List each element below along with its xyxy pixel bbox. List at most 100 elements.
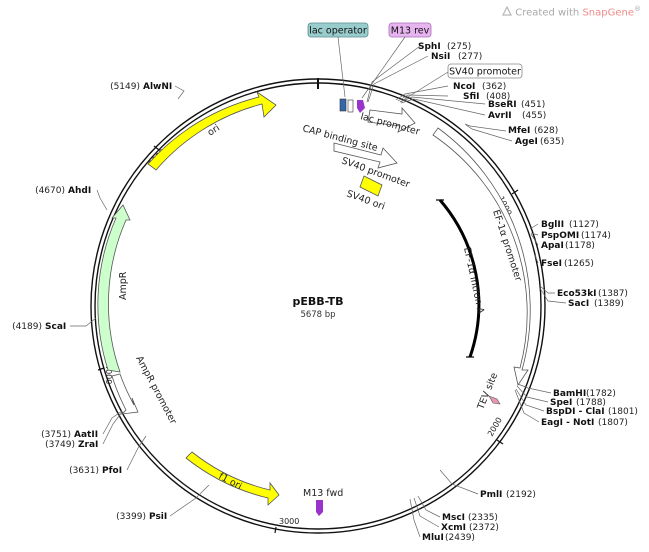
svg-text:M13 rev: M13 rev <box>391 26 430 37</box>
site-pfoi[interactable]: PfoI(3631) <box>69 466 122 476</box>
sv40-ori-feature[interactable]: SV40 ori <box>345 175 386 212</box>
site-bspdi-clai[interactable]: BspDI - ClaI(1801) <box>546 407 638 417</box>
site-zrai[interactable]: ZraI(3749) <box>45 440 98 450</box>
svg-text:AlwNI: AlwNI <box>143 82 172 92</box>
svg-text:AmpR: AmpR <box>118 271 129 300</box>
svg-text:SfiI: SfiI <box>463 92 480 102</box>
svg-text:SacI: SacI <box>568 299 589 309</box>
svg-text:(1801): (1801) <box>608 407 638 417</box>
svg-text:(2335): (2335) <box>468 513 498 523</box>
svg-text:NcoI: NcoI <box>453 82 475 92</box>
svg-text:(1387): (1387) <box>598 289 628 299</box>
svg-text:PspOMI: PspOMI <box>541 231 579 241</box>
site-xcmi[interactable]: XcmI(2372) <box>441 523 499 533</box>
svg-text:AhdI: AhdI <box>68 186 91 196</box>
site-saci[interactable]: SacI (1389) <box>568 299 624 309</box>
m13-fwd-feature[interactable]: M13 fwd <box>303 488 343 516</box>
svg-text:ApaI: ApaI <box>541 241 564 251</box>
svg-text:(1127): (1127) <box>569 220 599 230</box>
site-avrii[interactable]: AvrII(455) <box>488 111 546 121</box>
site-agei[interactable]: AgeI(635) <box>515 137 564 147</box>
svg-text:(2439): (2439) <box>445 533 475 543</box>
svg-text:(3749): (3749) <box>45 440 75 450</box>
tick-3000: 3000 <box>274 517 299 534</box>
svg-text:(1174): (1174) <box>581 231 611 241</box>
svg-text:AgeI: AgeI <box>515 137 538 147</box>
site-bseri[interactable]: BseRI(451) <box>488 100 545 110</box>
svg-text:MfeI: MfeI <box>508 126 530 136</box>
site-sphi[interactable]: SphI(275) <box>418 42 471 52</box>
svg-text:PfoI: PfoI <box>102 466 122 476</box>
svg-text:SphI: SphI <box>418 42 441 52</box>
svg-text:(1788): (1788) <box>576 398 606 408</box>
svg-text:4000: 4000 <box>104 364 113 384</box>
svg-text:BglII: BglII <box>541 220 564 230</box>
site-eagi-noti[interactable]: EagI - NotI (1807) <box>541 418 628 428</box>
svg-text:(277): (277) <box>458 52 482 62</box>
svg-text:(1807): (1807) <box>598 418 628 428</box>
site-pmli[interactable]: PmlI(2192) <box>480 490 536 500</box>
svg-text:(628): (628) <box>534 126 558 136</box>
svg-text:NsiI: NsiI <box>431 52 450 62</box>
m13-rev-box[interactable]: M13 rev <box>361 22 432 99</box>
svg-text:ScaI: ScaI <box>45 322 66 332</box>
site-sfii[interactable]: SfiI(408) <box>463 92 510 102</box>
site-bglii[interactable]: BglII (1127) <box>541 220 599 230</box>
ampr-promoter-feature[interactable]: AmpR promoter <box>111 354 179 426</box>
site-spei[interactable]: SpeI (1788) <box>550 398 606 408</box>
site-mlui[interactable]: MluI(2439) <box>422 533 475 543</box>
plasmid-length: 5678 bp <box>300 310 335 320</box>
site-msci[interactable]: MscI(2335) <box>442 513 498 523</box>
site-mfei[interactable]: MfeI (628) <box>508 126 558 136</box>
svg-text:AmpR promoter: AmpR promoter <box>133 354 178 426</box>
ampr-feature[interactable]: AmpR <box>97 204 131 373</box>
svg-text:AatII: AatII <box>74 430 98 440</box>
site-alwni[interactable]: AlwNI(5149) <box>110 82 172 92</box>
svg-text:EagI - NotI: EagI - NotI <box>541 418 594 428</box>
ef1a-intron-feature: EF-1α intron A <box>436 199 486 358</box>
ef1a-promoter-feature[interactable]: EF-1α promoter <box>432 127 531 387</box>
svg-text:3000: 3000 <box>279 517 299 526</box>
site-aatii[interactable]: AatII(3751) <box>41 430 98 440</box>
svg-text:(1265): (1265) <box>564 259 594 269</box>
svg-text:(1389): (1389) <box>594 299 624 309</box>
site-bamhi[interactable]: BamHI(1782) <box>553 389 616 399</box>
svg-text:2000: 2000 <box>486 416 504 438</box>
svg-text:(3631): (3631) <box>69 466 99 476</box>
site-fsei[interactable]: FseI(1265) <box>541 259 594 269</box>
site-scai[interactable]: ScaI(4189) <box>12 322 66 332</box>
svg-text:MluI: MluI <box>422 533 444 543</box>
site-apai[interactable]: ApaI(1178) <box>541 241 595 251</box>
svg-text:(2372): (2372) <box>469 523 499 533</box>
snapgene-watermark: Created with SnapGene® <box>502 5 641 18</box>
svg-text:(455): (455) <box>522 111 546 121</box>
svg-text:ZraI: ZraI <box>78 440 98 450</box>
svg-text:(1178): (1178) <box>565 241 595 251</box>
svg-text:PsiI: PsiI <box>149 512 167 522</box>
watermark-brand: SnapGene <box>582 7 634 19</box>
svg-text:FseI: FseI <box>541 259 562 269</box>
tev-site-feature[interactable]: TEV site <box>475 371 501 412</box>
site-leaders <box>70 45 567 538</box>
f1-ori-feature[interactable]: f1 ori <box>185 451 280 506</box>
svg-text:lac operator: lac operator <box>309 26 367 37</box>
sv40-promoter-box[interactable]: SV40 promoter <box>399 63 523 103</box>
site-ahdi[interactable]: AhdI(4670) <box>35 186 91 196</box>
svg-text:MscI: MscI <box>442 513 465 523</box>
svg-text:(635): (635) <box>540 137 564 147</box>
svg-text:SpeI: SpeI <box>550 398 572 408</box>
site-pspomi[interactable]: PspOMI(1174) <box>541 231 611 241</box>
svg-text:BspDI - ClaI: BspDI - ClaI <box>546 407 605 417</box>
svg-text:M13 fwd: M13 fwd <box>303 488 343 499</box>
ori-feature[interactable]: ori <box>147 90 277 171</box>
site-nsii[interactable]: NsiI (277) <box>431 52 482 62</box>
lac-operator-box[interactable]: lac operator <box>307 22 369 98</box>
lac-promoter-feature[interactable]: lac promoter <box>359 106 421 138</box>
plasmid-name: pEBB-TB <box>293 295 344 308</box>
watermark-registered-mark: ® <box>634 5 641 13</box>
svg-text:(362): (362) <box>482 82 506 92</box>
site-ncoi[interactable]: NcoI (362) <box>453 82 506 92</box>
site-psii[interactable]: PsiI(3399) <box>116 512 167 522</box>
site-eco53ki[interactable]: Eco53kI(1387) <box>557 289 628 299</box>
svg-text:Eco53kI: Eco53kI <box>557 289 597 299</box>
